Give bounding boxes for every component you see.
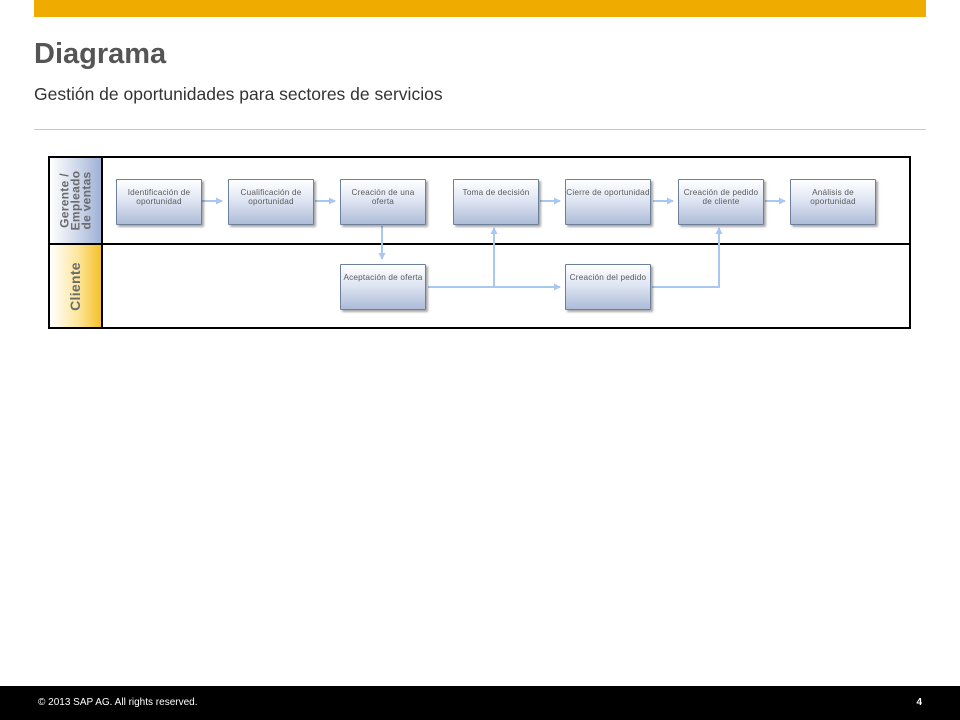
page-title: Diagrama — [34, 38, 167, 70]
step-creacion-pedido-label: Creación del pedido — [569, 273, 647, 282]
lane-label-column — [50, 158, 103, 327]
lane-label-manager-text: Gerente / Empleado de ventas — [57, 170, 93, 231]
lane-label-client-text: Cliente — [67, 261, 83, 311]
step-analisis-label: Análisis de oportunidad — [810, 188, 856, 206]
lane-divider — [50, 243, 909, 245]
step-aceptacion-oferta-label: Aceptación de oferta — [343, 273, 423, 282]
step-aceptacion-oferta: Aceptación de oferta — [340, 264, 426, 310]
top-accent-bar — [34, 0, 926, 17]
step-creacion-pedido-cliente: Creación de pedido de cliente — [678, 179, 764, 225]
step-creacion-oferta: Creación de una oferta — [340, 179, 426, 225]
footer-copyright: © 2013 SAP AG. All rights reserved. — [38, 697, 198, 708]
page-subtitle: Gestión de oportunidades para sectores d… — [34, 84, 443, 104]
step-creacion-pedido-cliente-label: Creación de pedido de cliente — [683, 188, 759, 206]
title-divider — [34, 129, 926, 130]
step-identificacion: Identificación de oportunidad — [116, 179, 202, 225]
step-cualificacion-label: Cualificación de oportunidad — [240, 188, 302, 206]
step-creacion-pedido: Creación del pedido — [565, 264, 651, 310]
step-cierre-label: Cierre de oportunidad — [566, 188, 650, 197]
step-creacion-oferta-label: Creación de una oferta — [351, 188, 415, 206]
step-analisis: Análisis de oportunidad — [790, 179, 876, 225]
lane-label-client: Cliente — [50, 245, 101, 327]
step-cierre: Cierre de oportunidad — [565, 179, 651, 225]
step-toma-decision: Toma de decisión — [453, 179, 539, 225]
step-cualificacion: Cualificación de oportunidad — [228, 179, 314, 225]
footer-bar: © 2013 SAP AG. All rights reserved. 4 — [0, 686, 960, 720]
step-toma-decision-label: Toma de decisión — [462, 188, 530, 197]
lane-label-manager: Gerente / Empleado de ventas — [50, 158, 101, 243]
step-identificacion-label: Identificación de oportunidad — [127, 188, 191, 206]
page-number: 4 — [916, 697, 922, 708]
